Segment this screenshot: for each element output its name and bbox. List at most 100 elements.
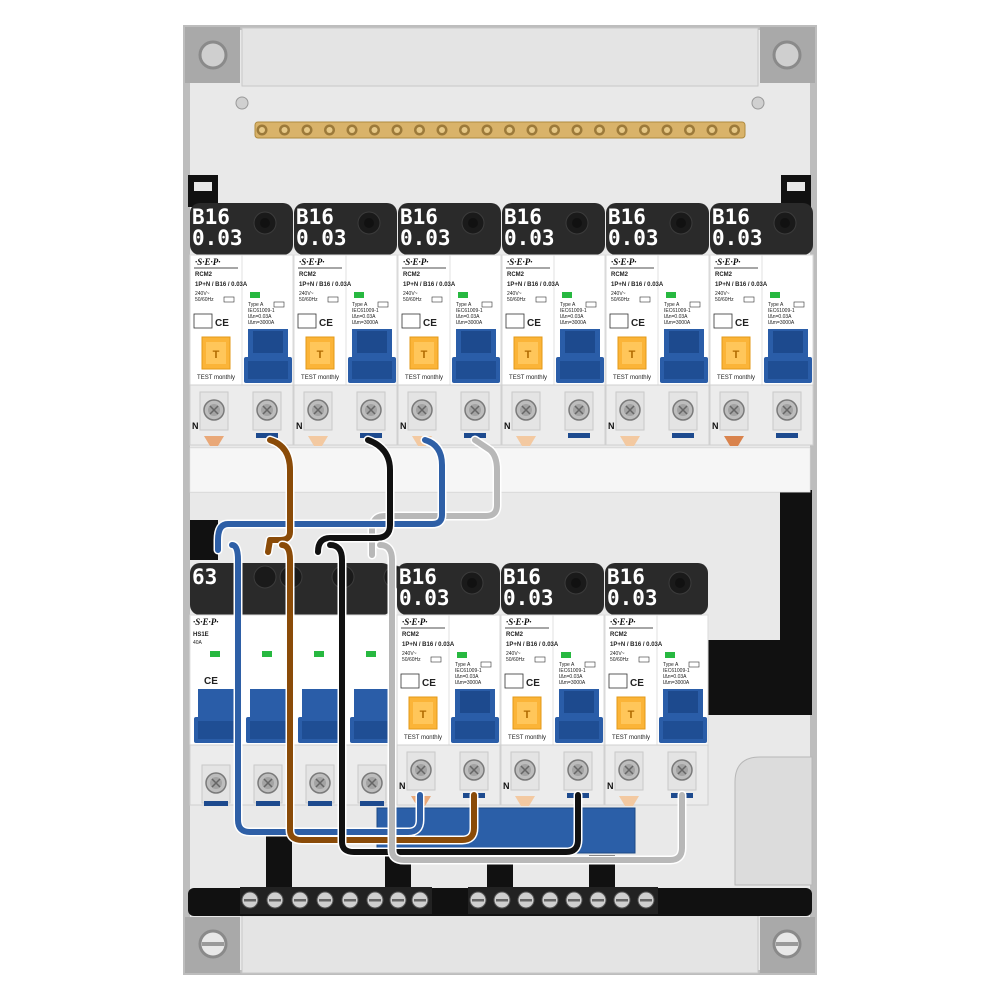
terminal-screw-icon[interactable] bbox=[511, 391, 541, 431]
toggle-lever[interactable] bbox=[198, 689, 234, 717]
terminal-screw-icon[interactable] bbox=[291, 891, 309, 909]
neutral-label: N bbox=[712, 421, 719, 431]
model-name: RCM2 bbox=[195, 272, 213, 278]
terminal-screw-icon[interactable] bbox=[411, 891, 429, 909]
terminal-screw-icon[interactable] bbox=[510, 751, 540, 791]
terminal-screw-icon[interactable] bbox=[389, 891, 407, 909]
terminal-screw-icon[interactable] bbox=[493, 891, 511, 909]
terminal-screw-icon[interactable] bbox=[252, 391, 282, 431]
frequency-text: 50/60Hz bbox=[299, 297, 318, 303]
ce-mark-icon: CE bbox=[215, 318, 229, 329]
spec-text: 1P+N / B16 / 0.03A bbox=[507, 282, 560, 288]
neutral-label: N bbox=[503, 781, 510, 791]
corner-screw-icon bbox=[760, 917, 815, 973]
terminal-screw-icon[interactable] bbox=[241, 891, 259, 909]
test-button-label: T bbox=[524, 709, 531, 721]
terminal-screw-icon[interactable] bbox=[460, 391, 490, 431]
status-indicator bbox=[314, 651, 324, 657]
terminal-screw-icon[interactable] bbox=[266, 891, 284, 909]
brand-logo: ·S·E·P· bbox=[402, 617, 428, 627]
spec-text: 1P+N / B16 / 0.03A bbox=[506, 642, 559, 648]
toggle-lever[interactable] bbox=[354, 689, 390, 717]
type-text: Type A bbox=[560, 302, 576, 308]
terminal-screw-icon[interactable] bbox=[564, 391, 594, 431]
terminal-screw-icon[interactable] bbox=[201, 764, 231, 804]
type-text: Type A bbox=[456, 302, 472, 308]
bottom-cover bbox=[241, 914, 759, 974]
terminal-screw-icon[interactable] bbox=[303, 391, 333, 431]
ce-mark-icon: CE bbox=[423, 318, 437, 329]
terminal-screw-icon[interactable] bbox=[199, 391, 229, 431]
spec-text: 1P+N / B16 / 0.03A bbox=[299, 282, 352, 288]
terminal-screw-icon[interactable] bbox=[517, 891, 535, 909]
status-indicator bbox=[366, 651, 376, 657]
busbar-holes bbox=[256, 124, 740, 136]
toggle-lever[interactable] bbox=[250, 689, 286, 717]
frequency-text: 50/60Hz bbox=[506, 657, 525, 663]
test-label: TEST monthly bbox=[301, 375, 339, 381]
frequency-text: 50/60Hz bbox=[610, 657, 629, 663]
frequency-text: 50/60Hz bbox=[403, 297, 422, 303]
terminal-screw-icon[interactable] bbox=[589, 891, 607, 909]
standard-text: IEC61009-1 bbox=[248, 308, 275, 314]
terminal-screw-icon[interactable] bbox=[407, 391, 437, 431]
breaker-sensitivity: 0.03 bbox=[399, 586, 450, 610]
terminal-screw-icon[interactable] bbox=[541, 891, 559, 909]
terminal-screw-icon[interactable] bbox=[305, 764, 335, 804]
icn-text: IΔm=3000A bbox=[664, 320, 691, 326]
terminal-screw-icon[interactable] bbox=[613, 891, 631, 909]
test-button-label: T bbox=[629, 349, 636, 361]
terminal-screw-icon[interactable] bbox=[615, 391, 645, 431]
terminal-screw-icon[interactable] bbox=[253, 764, 283, 804]
brand-logo: ·S·E·P· bbox=[299, 257, 325, 267]
standard-text: IEC61009-1 bbox=[559, 668, 586, 674]
model-name: RCM2 bbox=[715, 272, 733, 278]
terminal-screw-icon[interactable] bbox=[667, 751, 697, 791]
terminal-screw-icon[interactable] bbox=[668, 391, 698, 431]
spec-text: 1P+N / B16 / 0.03A bbox=[403, 282, 456, 288]
kema-mark-icon bbox=[297, 313, 317, 329]
voltage-text: 240V~ bbox=[402, 651, 417, 657]
main-switch-rating: 63 bbox=[192, 565, 217, 589]
terminal-screw-icon[interactable] bbox=[341, 891, 359, 909]
terminal-screw-icon[interactable] bbox=[356, 391, 386, 431]
terminal-screw-icon[interactable] bbox=[366, 891, 384, 909]
model-name: RCM2 bbox=[299, 272, 317, 278]
terminal-screw-icon[interactable] bbox=[563, 751, 593, 791]
terminal-screw-icon[interactable] bbox=[406, 751, 436, 791]
icn-text: IΔm=3000A bbox=[248, 320, 275, 326]
corner-screw-icon bbox=[185, 27, 240, 83]
test-button-label: T bbox=[525, 349, 532, 361]
kema-mark-icon bbox=[504, 673, 524, 689]
terminal-screw-icon[interactable] bbox=[565, 891, 583, 909]
brand-logo: ·S·E·P· bbox=[195, 257, 221, 267]
breaker-sensitivity: 0.03 bbox=[400, 226, 451, 250]
terminal-screw-icon[interactable] bbox=[719, 391, 749, 431]
brand-logo: ·S·E·P· bbox=[507, 257, 533, 267]
terminal-screw-icon[interactable] bbox=[459, 751, 489, 791]
idn-text: IΔn=0.03A bbox=[559, 674, 583, 680]
terminal-screw-icon[interactable] bbox=[772, 391, 802, 431]
spec-text: 1P+N / B16 / 0.03A bbox=[611, 282, 664, 288]
terminal-screw-icon[interactable] bbox=[614, 751, 644, 791]
voltage-text: 240V~ bbox=[715, 291, 730, 297]
idn-text: IΔn=0.03A bbox=[664, 314, 688, 320]
toggle-lever[interactable] bbox=[302, 689, 338, 717]
idn-text: IΔn=0.03A bbox=[455, 674, 479, 680]
terminal-screw-icon[interactable] bbox=[637, 891, 655, 909]
top-screw-icon[interactable] bbox=[253, 565, 277, 589]
terminal-screw-icon[interactable] bbox=[316, 891, 334, 909]
type-text: Type A bbox=[352, 302, 368, 308]
terminal-screw-icon[interactable] bbox=[469, 891, 487, 909]
model-name: RCM2 bbox=[611, 272, 629, 278]
icn-text: IΔm=3000A bbox=[663, 680, 690, 686]
idn-text: IΔn=0.03A bbox=[768, 314, 792, 320]
enclosure-cutout bbox=[734, 756, 813, 886]
icn-text: IΔm=3000A bbox=[559, 680, 586, 686]
terminal-screw-icon[interactable] bbox=[357, 764, 387, 804]
frequency-text: 50/60Hz bbox=[611, 297, 630, 303]
kema-mark-icon bbox=[401, 313, 421, 329]
